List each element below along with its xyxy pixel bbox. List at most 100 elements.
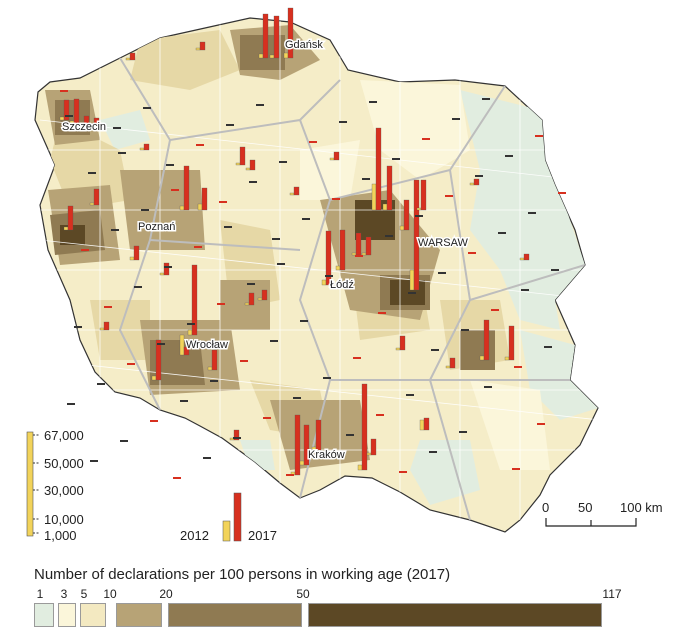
- bar-2012: [366, 452, 372, 456]
- county-bar-marker: [272, 238, 280, 240]
- bar-2017: [63, 99, 70, 121]
- bar-2017: [361, 383, 368, 471]
- bar-2012: [371, 183, 377, 211]
- bar-2017: [287, 7, 294, 59]
- city-label-krakow: Kraków: [308, 449, 345, 461]
- legend-break-5: 5: [80, 587, 88, 601]
- county-bar-marker: [60, 90, 68, 92]
- county-bar-marker: [325, 275, 333, 277]
- bar-2017: [191, 264, 198, 336]
- bar-2012: [399, 225, 405, 231]
- county-bar-marker: [143, 107, 151, 109]
- county-bar-marker: [97, 383, 105, 385]
- bar-2017: [73, 98, 80, 126]
- bar-2012: [469, 182, 475, 186]
- county-bar-marker: [171, 189, 179, 191]
- county-bar-marker: [247, 283, 255, 285]
- bar-2012: [479, 355, 485, 361]
- county-bar-marker: [104, 306, 112, 308]
- county-bar-marker: [173, 477, 181, 479]
- bar-2017: [211, 349, 218, 371]
- county-bar-marker: [491, 309, 499, 311]
- county-bar-marker: [157, 343, 165, 345]
- county-bar-marker: [309, 141, 317, 143]
- choropleth-legend-title: Number of declarations per 100 persons i…: [34, 566, 451, 583]
- county-bar-marker: [399, 471, 407, 473]
- bar-2017: [249, 159, 256, 171]
- city-label-lodz: Łódź: [330, 279, 354, 291]
- bar-2017: [293, 186, 300, 196]
- bar-2017: [183, 346, 190, 356]
- county-bar-marker: [141, 209, 149, 211]
- bar-2012: [159, 272, 165, 276]
- county-bar-marker: [355, 255, 363, 257]
- county-bar-marker: [521, 289, 529, 291]
- bar-2012: [445, 365, 451, 369]
- county-bar-marker: [263, 417, 271, 419]
- county-bar-marker: [164, 266, 172, 268]
- legend-break-3: 3: [60, 587, 68, 601]
- bar-2017: [129, 52, 136, 61]
- legend-swatch-3-5: [58, 603, 76, 627]
- county-bar-marker: [249, 181, 257, 183]
- county-bar-marker: [88, 172, 96, 174]
- bar-2012: [258, 53, 264, 59]
- bar-2017: [248, 292, 255, 306]
- county-bar-marker: [429, 451, 437, 453]
- county-bar-marker: [452, 118, 460, 120]
- county-bar-marker: [408, 292, 416, 294]
- bar-2012: [289, 192, 295, 196]
- county-bar-marker: [378, 312, 386, 314]
- county-bar-marker: [81, 249, 89, 251]
- county-bar-marker: [219, 201, 227, 203]
- bar-2012: [63, 226, 69, 231]
- bar-2017: [239, 146, 246, 166]
- bar-2012: [283, 52, 289, 59]
- county-bar-marker: [484, 386, 492, 388]
- county-bar-marker: [270, 340, 278, 342]
- bar-2017: [333, 151, 340, 161]
- legend-break-10: 10: [103, 587, 117, 601]
- bar-2017: [261, 289, 268, 301]
- city-label-poznan: Poznań: [138, 221, 175, 233]
- bar-2017: [67, 205, 74, 231]
- bar-2012: [99, 327, 105, 331]
- county-bar-marker: [120, 440, 128, 442]
- county-bar-marker: [240, 360, 248, 362]
- bar-2017: [315, 419, 322, 451]
- county-bar-marker: [353, 357, 361, 359]
- bar-2012: [244, 302, 250, 306]
- county-bar-marker: [118, 152, 126, 154]
- legend-swatch-10-20: [116, 603, 162, 627]
- bar-2012: [89, 202, 95, 206]
- bar-2012: [187, 329, 193, 336]
- bar-2017: [399, 335, 406, 351]
- bar-2012: [197, 203, 203, 211]
- county-bar-marker: [438, 272, 446, 274]
- legend-swatch-5-10: [80, 603, 106, 627]
- bar-2017: [355, 232, 362, 256]
- city-label-gdansk: Gdańsk: [285, 39, 323, 51]
- county-bar-marker: [544, 346, 552, 348]
- county-bar-marker: [392, 158, 400, 160]
- bar-2012: [195, 47, 201, 51]
- bar-2017: [375, 127, 382, 211]
- legend-break-50: 50: [296, 587, 310, 601]
- scale-label-50: 50: [578, 500, 592, 515]
- bar-2017: [386, 165, 393, 211]
- county-bar-marker: [293, 397, 301, 399]
- county-bar-marker: [369, 101, 377, 103]
- scale-label-0: 0: [542, 500, 549, 515]
- bar-legend-tick-67000: 67,000: [44, 428, 84, 443]
- bar-2012: [395, 347, 401, 351]
- bar-2017: [403, 199, 410, 231]
- bar-2017: [273, 15, 280, 59]
- county-bar-marker: [187, 323, 195, 325]
- county-bar-marker: [127, 363, 135, 365]
- county-bar-marker: [277, 263, 285, 265]
- county-bar-marker: [558, 192, 566, 194]
- bar-2017: [155, 339, 162, 381]
- bars-layer: [59, 7, 566, 479]
- bar-2012: [351, 252, 357, 256]
- county-bar-marker: [431, 349, 439, 351]
